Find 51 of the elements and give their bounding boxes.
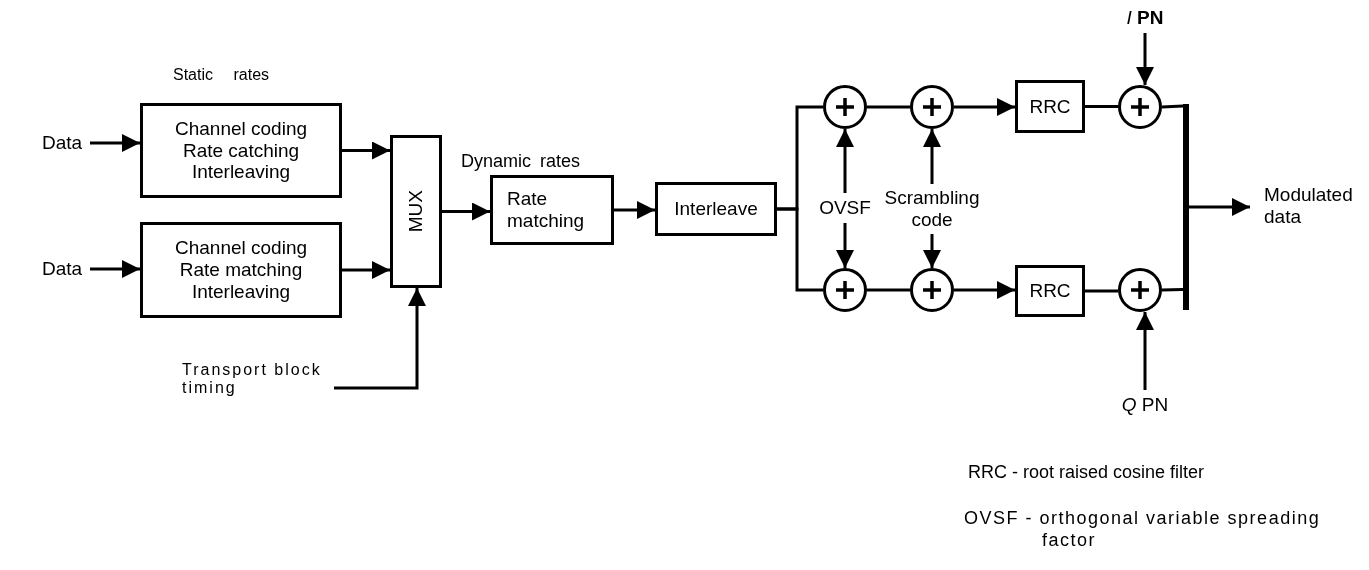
node-text: Interleave — [674, 198, 758, 220]
rate-label: Dynamic rates — [461, 151, 581, 172]
adder-circle — [1118, 85, 1162, 129]
connector-arrow — [342, 261, 390, 279]
node-text: MUX — [405, 190, 427, 233]
node-text: I PN — [1126, 7, 1164, 29]
connector-arrow — [342, 141, 390, 160]
abbreviation-note: OVSF - orthogonal variable spreading factor — [964, 508, 1322, 552]
adder-circle — [823, 268, 867, 312]
node-text: Data — [41, 258, 83, 280]
node-text: Rate catching — [182, 139, 300, 162]
connector-arrow — [90, 260, 140, 278]
process-box — [140, 222, 342, 318]
connector-arrow — [1136, 33, 1154, 85]
connector-arrow — [836, 129, 854, 193]
connector-arrow — [90, 134, 140, 152]
connector-arrow — [1136, 312, 1154, 390]
connector-arrow — [954, 281, 1015, 299]
node-text: Interleaving — [191, 280, 291, 303]
node-text: Channel coding — [174, 117, 307, 140]
connector-arrow — [442, 202, 490, 221]
abbreviation-note: RRC - root raised cosine filter — [968, 462, 1206, 484]
node-text: Transport block timing — [182, 360, 323, 398]
node-text: Channel coding — [174, 237, 307, 260]
node-text: Interleaving — [191, 161, 291, 184]
adder-circle — [910, 85, 954, 129]
node-text: RRC — [1029, 95, 1071, 118]
connector-arrow — [334, 288, 426, 390]
process-box — [655, 182, 777, 236]
node-text: RRC — [1029, 280, 1071, 302]
process-box — [1015, 80, 1085, 133]
node-text: Data — [41, 132, 83, 154]
adder-circle — [823, 85, 867, 129]
node-text: Rate matching — [507, 188, 586, 232]
connector-arrow — [923, 234, 941, 268]
combiner-bar — [1183, 104, 1189, 310]
node-text: OVSF — [819, 197, 871, 219]
node-text: Modulated data — [1264, 184, 1354, 228]
connector-arrow — [923, 129, 941, 184]
node-text: Scrambling code — [883, 187, 981, 231]
node-text: Rate matching — [179, 259, 303, 281]
connector-arrow — [836, 223, 854, 268]
adder-circle — [910, 268, 954, 312]
node-text: Q PN — [1121, 394, 1169, 416]
mux-box — [390, 135, 442, 288]
rate-label: Static rates — [173, 65, 270, 84]
adder-circle — [1118, 268, 1162, 312]
connector-arrow — [1189, 198, 1250, 216]
connector-arrow — [954, 98, 1015, 116]
connector-arrow — [614, 201, 655, 219]
process-box — [1015, 265, 1085, 317]
